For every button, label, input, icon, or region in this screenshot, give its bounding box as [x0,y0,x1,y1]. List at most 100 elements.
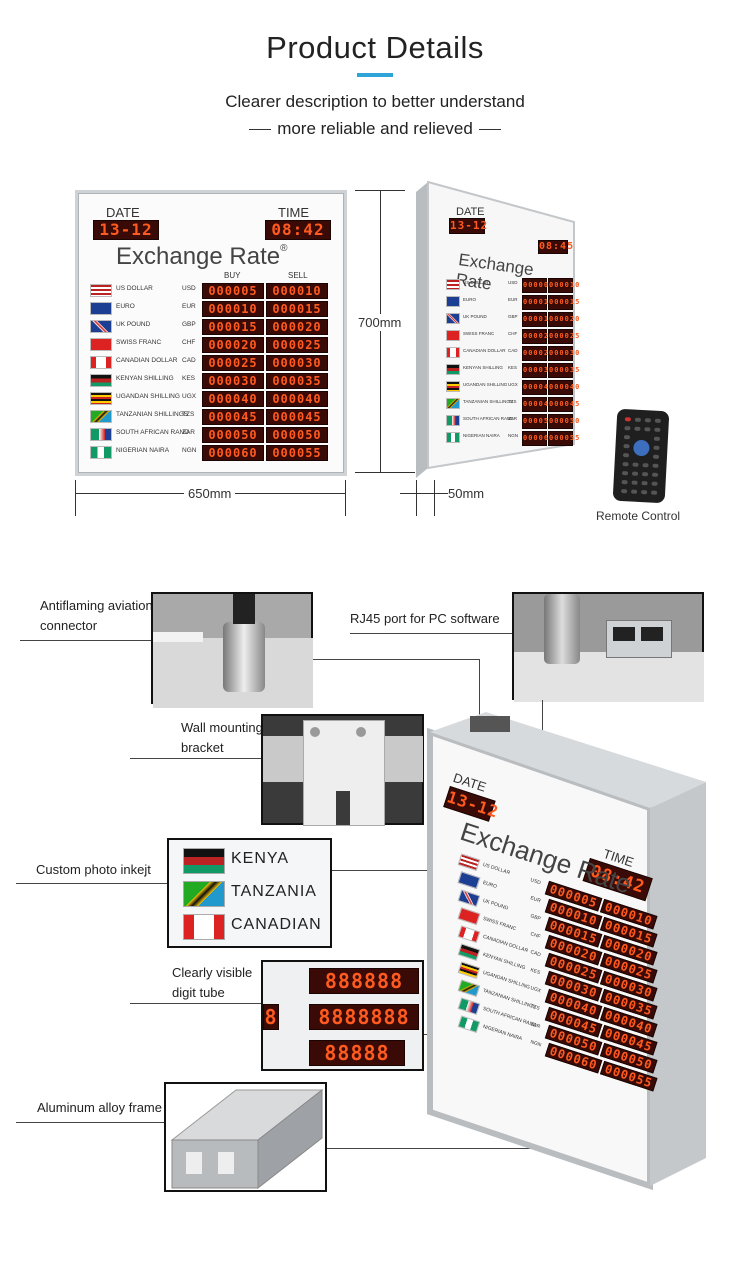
depth-dimension-line [400,493,448,494]
currency-code: GBP [529,913,542,923]
currency-name: SWISS FRANC [463,331,495,336]
height-dimension: 700mm [356,314,404,331]
sell-rate-display: 000045 [548,397,579,412]
flag-ch-icon [446,330,460,341]
connector-to-board-line [313,659,479,660]
sell-rate-display: 000050 [548,414,579,429]
sell-rate-display: 000010 [548,278,579,293]
date-label: DATE [106,205,140,220]
feature-rj45-label: RJ45 port for PC software [350,611,500,626]
sell-rate-display: 000050 [266,427,328,443]
currency-code: CAD [182,357,196,364]
currency-code: CAD [529,949,542,959]
sell-rate-display: 000025 [548,329,579,344]
remote-button-icon [650,490,658,495]
width-dimension: 650mm [184,486,236,501]
buy-label: BUY [224,271,241,280]
page-tagline: more reliable and relieved [0,119,750,139]
buy-rate-display: 000015 [522,312,553,327]
aviation-connector-icon [223,622,265,692]
currency-name: EURO [116,303,135,310]
frame-photo [164,1082,327,1192]
height-dim-tick-top [355,190,405,191]
inkjet-to-board-line [332,870,462,871]
currency-code: CAD [508,348,518,353]
currency-code: USD [529,877,542,887]
currency-name: UK POUND [116,321,151,328]
digit-sample-3: 88888 [309,1040,405,1066]
currency-code: TZS [182,411,195,418]
digit-sample-2: 8888888 [309,1004,419,1030]
buy-rate-display: 000040 [202,391,264,407]
depth-dim-tick-left [416,480,417,516]
digit-sample-edge: 8 [263,1004,279,1030]
flag-tz-icon [446,398,460,409]
buy-rate-display: 000020 [522,329,553,344]
currency-name: SWISS FRANC [116,339,162,346]
page-title: Product Details [266,30,484,65]
time-label: TIME [278,205,310,220]
sell-rate-display: 000030 [266,355,328,371]
inkjet-leader-line [16,883,168,884]
rj45-to-board-vline [542,700,543,752]
frame-leader-line [16,1122,166,1123]
currency-name: KENYAN SHILLING [463,365,503,370]
currency-name: UGANDAN SHILLING [463,382,508,387]
flag-us-icon [90,284,112,297]
side-board-frame [416,180,575,478]
sell-rate-display: 000030 [548,346,579,361]
flag-ke-icon [183,848,225,874]
currency-code: CHF [508,331,518,336]
digit-sample-1: 888888 [309,968,419,994]
currency-code: NGN [508,433,518,438]
remote-button-icon [653,445,660,450]
currency-code: USD [182,285,196,292]
currency-code: NGN [529,1039,542,1049]
depth-dim-tick-right [434,480,435,516]
side-time-display: 08:45 [538,240,575,254]
rj45-photo [512,592,704,702]
sell-rate-display: 000040 [266,391,328,407]
flag-eu-icon [90,302,112,315]
buy-rate-display: 000010 [202,301,264,317]
flag-ca-icon [183,914,225,940]
sell-rate-display: 000025 [266,337,328,353]
currency-code: KES [182,375,196,382]
remote-button-icon [651,472,659,477]
buy-rate-display: 000005 [522,278,553,293]
l-bracket-icon [303,720,385,826]
bracket-leader-line [130,758,262,759]
currency-code: CHF [529,931,542,941]
remote-button-icon [654,427,661,432]
frame-to-board-line [327,1148,703,1149]
sell-rate-display: 000020 [266,319,328,335]
aluminum-profile-icon [170,1088,324,1190]
remote-control-image [612,408,670,504]
flag-ca-icon [90,356,112,369]
height-dimension-line [380,190,381,472]
remote-button-icon [641,481,648,486]
remote-button-icon [652,463,659,468]
currency-code: NGN [182,447,197,454]
buy-rate-display: 000015 [202,319,264,335]
currency-code: ZAR [529,1021,541,1031]
currency-code: UGX [508,382,518,387]
flag-ng-icon [90,446,112,459]
feature-bracket-label: Wall mounting L-bracket [181,720,279,755]
inkjet-country-name: KENYA [231,850,290,867]
currency-code: UGX [182,393,197,400]
buy-rate-display: 000020 [202,337,264,353]
buy-rate-display: 000045 [202,409,264,425]
remote-button-icon [644,427,651,432]
